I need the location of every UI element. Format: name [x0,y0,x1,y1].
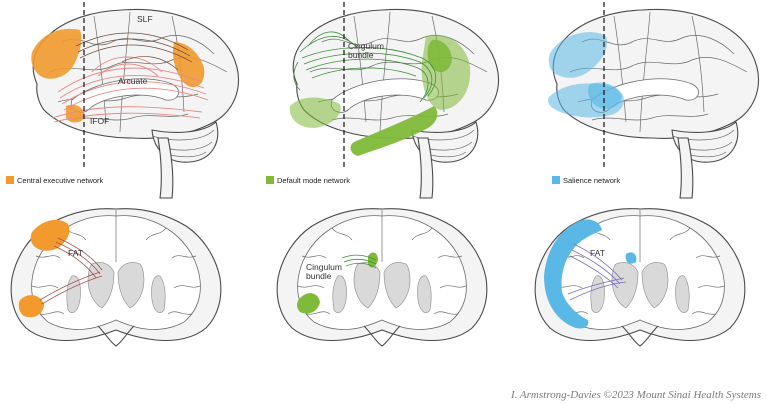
ce-legend-swatch [6,176,14,184]
ce-legend-label: Central executive network [17,176,104,185]
credit-text: I. Armstrong-Davies ©2023 Mount Sinai He… [510,389,761,401]
ce-frontal-region [31,28,82,79]
dmn-lateral-region [297,293,320,314]
cingulum-label-line1: Cingulum [306,262,342,272]
ce-coronal-panel: FAT [10,208,222,347]
cingulum-tracts [293,31,436,103]
sn-deep-region [588,82,622,109]
sn-legend-swatch [552,176,560,184]
dmn-parietal-region [427,39,452,73]
sn-medial-region [625,252,637,264]
ce-dorsolateral-region [30,219,70,251]
dmn-legend-label: Default mode network [277,176,350,185]
dmn-temporal-region [350,106,438,156]
ce-sagittal-panel: SLF Arcuate IFOF [31,2,240,199]
ce-tracts [51,56,209,123]
sn-cingulate-region [548,32,608,78]
dmn-coronal-panel: Cingulum bundle [276,208,488,347]
ce-lateral-region [18,295,44,318]
sn-legend-label: Salience network [563,176,620,185]
arcuate-label: Arcuate [118,76,148,86]
cingulum-label-line2: bundle [348,50,374,60]
sn-sagittal-panel [548,2,760,199]
ifof-label: IFOF [90,116,109,126]
fat-label: FAT [68,248,83,258]
cingulum-label-line1: Cingulum [348,41,384,51]
sn-cortical-band [544,219,602,329]
fat-tracts-sn [567,243,627,301]
dmn-frontal-region [289,97,341,128]
fat-label: FAT [590,248,605,258]
slf-tracts [75,32,193,71]
dmn-legend-swatch [266,176,274,184]
cingulum-tracts-coronal [341,254,377,269]
cingulum-label-line2: bundle [306,271,332,281]
slf-label: SLF [137,14,153,24]
dmn-sagittal-panel: Cingulum bundle [289,2,500,199]
ce-parietal-region [172,42,205,88]
fat-tracts-ce [39,237,103,305]
sn-coronal-panel: FAT [534,208,746,347]
